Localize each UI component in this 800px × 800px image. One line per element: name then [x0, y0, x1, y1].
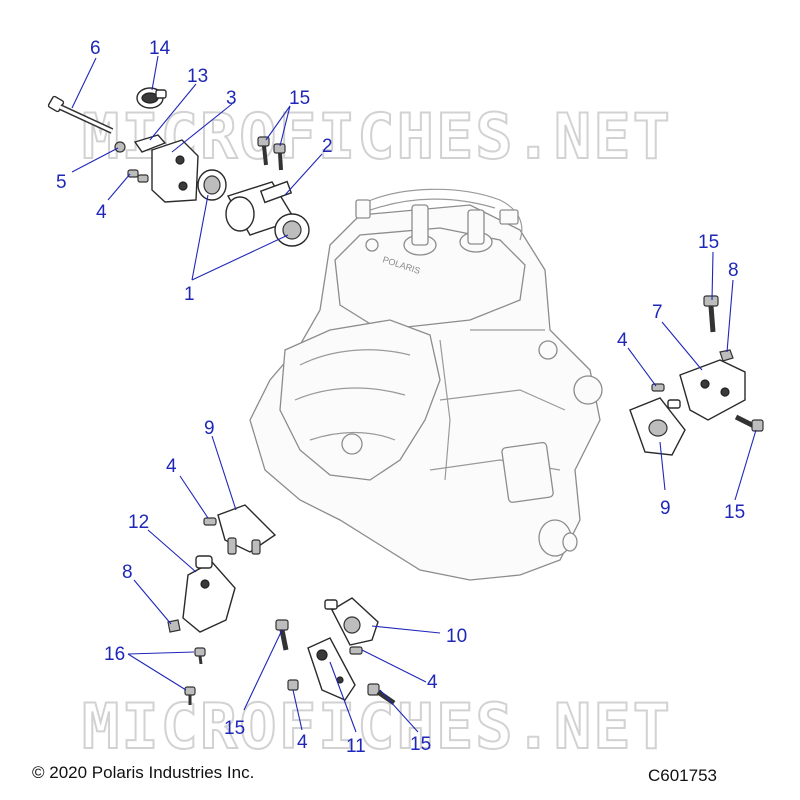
figure-id: C601753: [648, 766, 718, 785]
callout-6: 6: [90, 38, 101, 59]
bolts-15-top: [257, 136, 286, 171]
callout-2: 2: [322, 136, 333, 157]
callout-3: 3: [226, 88, 237, 109]
bolt-4-left: [203, 517, 217, 526]
callout-11: 11: [346, 736, 366, 757]
nut-5: [114, 141, 126, 153]
callout-14: 14: [149, 38, 171, 59]
nut-8-left: [167, 619, 181, 633]
bracket-12: [182, 555, 236, 633]
bolt-4-top-b: [137, 174, 149, 183]
bolt-15-right: [703, 295, 719, 333]
bolt-4-bottom-right: [349, 646, 363, 655]
bracket-7: [679, 359, 746, 421]
callout-15-top: 15: [289, 88, 310, 109]
long-bolt-6: [47, 95, 114, 134]
copyright-notice: © 2020 Polaris Industries Inc.: [32, 763, 255, 782]
bolt-4-right: [651, 383, 665, 392]
callout-13: 13: [187, 66, 208, 87]
callout-4-top: 4: [96, 202, 107, 223]
callout-8-right: 8: [728, 260, 739, 281]
bolts-16: [184, 647, 206, 705]
callout-8-left: 8: [122, 562, 133, 583]
leader-lines: [71, 55, 757, 733]
callout-9-left: 9: [204, 418, 215, 439]
bolt-4-top-a: [127, 169, 139, 178]
callout-15-bottom: 15: [410, 734, 431, 755]
callout-15-bottom-left: 15: [224, 718, 245, 739]
bushing-1-left: [197, 169, 227, 201]
clamp-14: [136, 87, 167, 109]
callout-15-right: 15: [698, 232, 719, 253]
mount-9-right: [629, 397, 686, 456]
callout-9-right: 9: [660, 498, 671, 519]
callout-4-left: 4: [166, 456, 177, 477]
callout-7: 7: [652, 302, 663, 323]
mount-9-left: [217, 504, 277, 555]
callout-15-right-low: 15: [724, 502, 745, 523]
bolt-15-right-low: [734, 414, 764, 432]
callout-4-right: 4: [617, 330, 628, 351]
tab-13: [133, 134, 167, 153]
callout-1: 1: [184, 284, 195, 305]
bolt-4-bottom: [287, 679, 299, 691]
bushing-1-right: [274, 213, 310, 247]
callout-4-bottom-right: 4: [427, 672, 438, 693]
callout-10: 10: [446, 626, 467, 647]
bolt-15-bottom: [367, 683, 396, 706]
mount-10: [324, 597, 379, 646]
callout-16: 16: [104, 644, 125, 665]
watermark-bottom: MICROFICHES.NET: [82, 690, 672, 763]
bracket-11: [307, 637, 356, 701]
engine-assembly: POLARIS: [249, 188, 603, 581]
bolt-15-bottom-left: [275, 619, 289, 651]
callout-12: 12: [128, 512, 149, 533]
callout-5: 5: [56, 172, 67, 193]
callout-4-bottom: 4: [297, 732, 308, 753]
